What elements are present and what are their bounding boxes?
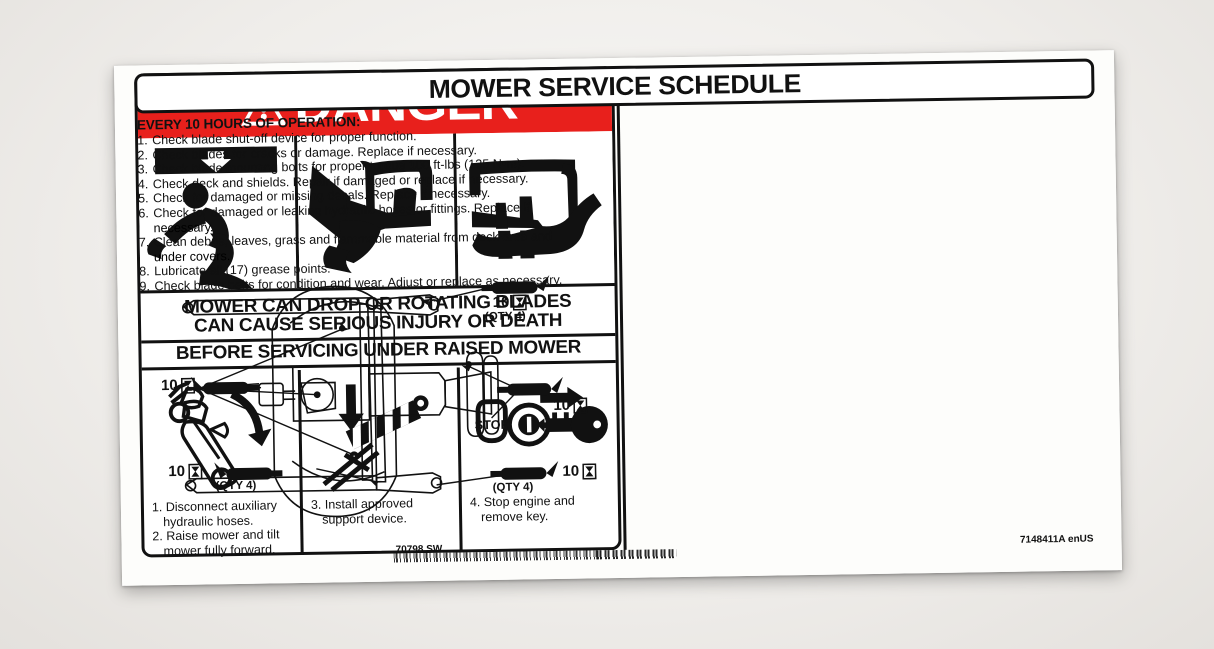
interval-value: 10 xyxy=(168,462,186,481)
lubrication-diagram: 10 (QTY 4) 10 10 10 (QTY 4) 10 (QTY 4) xyxy=(137,266,613,523)
service-schedule-panel: MOWER SERVICE SCHEDULE EVERY 10 HOURS OF… xyxy=(134,58,1095,563)
lube-callout-right-middle: 10 xyxy=(553,396,588,415)
lube-qty-bottom-right: (QTY 4) xyxy=(492,481,534,494)
danger-panel: DANGER xyxy=(134,66,622,558)
lube-callout-left-lower: 10 xyxy=(168,462,203,481)
lube-callout-bottom-right: 10 xyxy=(562,462,597,480)
interval-value: 10 xyxy=(553,396,571,415)
hourglass-interval-icon xyxy=(581,462,597,480)
schedule-title: MOWER SERVICE SCHEDULE xyxy=(428,67,801,104)
lube-callout-left-upper: 10 xyxy=(160,376,195,395)
hourglass-interval-icon xyxy=(187,463,203,480)
hourglass-interval-icon xyxy=(180,377,195,394)
lube-qty-left-lower: (QTY 4) xyxy=(215,479,257,493)
hazard-pictogram-row xyxy=(138,131,615,291)
item-number: 1. xyxy=(137,133,148,148)
item-number: 3. xyxy=(137,162,149,177)
mower-deck-top-view-diagram xyxy=(181,275,563,518)
interval-value: 10 xyxy=(492,293,510,311)
item-number: 7. xyxy=(138,235,150,250)
lube-qty-top-right: (QTY 4) xyxy=(484,310,526,324)
item-number: 5. xyxy=(137,191,149,206)
grease-gun-icon xyxy=(190,275,563,481)
lube-callout-top-right: 10 xyxy=(493,293,527,311)
interval-value: 10 xyxy=(562,462,580,480)
caption-line: 2. Raise mower and tilt xyxy=(152,527,280,544)
hourglass-interval-icon xyxy=(572,396,588,414)
rotating-blade-foot-cut-icon xyxy=(297,133,459,288)
interval-value: 10 xyxy=(160,376,178,395)
item-number: 6. xyxy=(138,206,149,221)
stop-engine-remove-key-icon: STOP xyxy=(460,365,618,492)
mower-deck-drop-crush-icon xyxy=(138,136,300,291)
item-number: 2. xyxy=(137,147,149,163)
item-number: 4. xyxy=(137,177,149,192)
barcode-right xyxy=(596,549,677,560)
hourglass-interval-icon xyxy=(512,293,527,311)
rotating-blade-hand-cut-icon xyxy=(456,131,615,286)
part-number-right: 7148411A enUS xyxy=(1019,533,1094,546)
mower-safety-decal: DANGER xyxy=(113,50,1123,586)
decal-artwork: DANGER xyxy=(134,58,1102,565)
